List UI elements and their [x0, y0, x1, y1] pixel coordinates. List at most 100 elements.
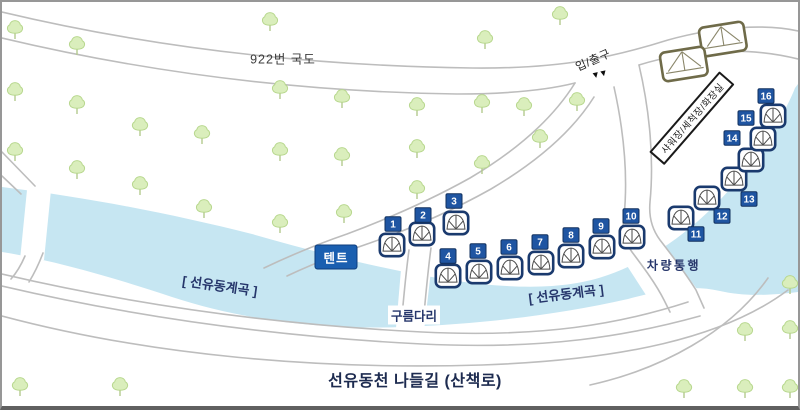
- tent-icon: [496, 255, 524, 281]
- campsite-4: 4: [434, 248, 462, 289]
- tree-icon: [131, 116, 149, 137]
- tent-icon: [749, 126, 777, 152]
- national-road-lower-edge: [2, 37, 576, 95]
- site-number-badge: [757, 88, 775, 104]
- campsite-5: 5: [465, 243, 493, 285]
- riverbend-path-arc: [589, 277, 769, 386]
- tree-icon: [408, 96, 426, 117]
- tree-icon: [261, 11, 279, 32]
- tree-icon: [515, 96, 533, 117]
- tree-icon: [476, 29, 494, 50]
- tent-icon: [759, 103, 787, 129]
- building-icon: [658, 44, 710, 84]
- campsite-11: 11: [667, 205, 705, 242]
- site-number-text: 4: [445, 252, 451, 263]
- site-number-badge: [469, 243, 487, 259]
- side-road-right-edge: [638, 64, 705, 309]
- site-number-text: 8: [568, 231, 574, 242]
- tree-icon: [333, 146, 351, 167]
- tree-icon: [68, 159, 86, 180]
- tree-icon: [473, 93, 491, 114]
- site-number-badge: [737, 110, 755, 126]
- site-number-badge: [445, 193, 463, 209]
- tree-icon: [473, 154, 491, 175]
- tree-icon: [781, 378, 798, 399]
- campsite-8: 8: [557, 227, 585, 269]
- campsite-15: 15: [737, 110, 777, 152]
- tree-icon: [781, 319, 798, 340]
- site-number-badge: [687, 226, 705, 242]
- tent-icon: [618, 224, 646, 250]
- site-number-badge: [531, 234, 549, 250]
- tent-icon: [737, 147, 765, 173]
- promenade-edge-2: [2, 285, 701, 347]
- promenade-edge-1: [2, 273, 689, 335]
- tree-icon: [675, 378, 693, 399]
- vehicle-road-crossing: [609, 230, 718, 332]
- site-number-text: 16: [760, 92, 772, 103]
- tent-icon: [527, 250, 555, 276]
- national-road-label: 922번 국도: [250, 52, 316, 67]
- site-number-text: 5: [475, 247, 481, 258]
- tree-icon: [271, 213, 289, 234]
- site-number-badge: [500, 239, 518, 255]
- site-number-text: 2: [420, 211, 426, 222]
- tree-icon: [6, 141, 24, 162]
- promenade-edge-3: [2, 289, 789, 367]
- site-number-text: 3: [451, 197, 457, 208]
- tent-icon: [442, 210, 470, 236]
- tent-icon: [557, 243, 585, 269]
- campsite-10: 10: [618, 208, 646, 250]
- site-number-badge: [414, 207, 432, 223]
- tent-icon: [434, 263, 462, 289]
- site-number-text: 15: [740, 114, 752, 125]
- site-number-badge: [592, 218, 610, 234]
- left-road-edge-2: [2, 175, 22, 195]
- site-number-text: 13: [743, 195, 755, 206]
- tree-icon: [68, 94, 86, 115]
- tree-icon: [333, 88, 351, 109]
- left-road-edge-1: [2, 151, 36, 187]
- site-number-text: 10: [625, 212, 637, 223]
- tree-icon: [408, 138, 426, 159]
- left-road-crossing: [20, 180, 52, 260]
- tree-icon: [271, 141, 289, 162]
- tree-icon: [408, 179, 426, 200]
- tree-icon: [531, 128, 549, 149]
- campsite-6: 6: [496, 239, 524, 281]
- tree-icon: [736, 321, 754, 342]
- tent-icon: [378, 232, 406, 258]
- site-number-badge: [622, 208, 640, 224]
- campsite-16: 16: [757, 88, 787, 129]
- campsite-3: 3: [442, 193, 470, 236]
- campsite-12: 12: [693, 185, 731, 224]
- vehicle-road-label: 차량통행: [646, 258, 702, 273]
- site-number-badge: [439, 248, 457, 264]
- tree-icon: [568, 91, 586, 112]
- site-number-text: 1: [390, 220, 396, 231]
- tent-icon: [667, 205, 695, 231]
- camp-road-upper-edge: [263, 82, 576, 269]
- campsite-1: 1: [378, 216, 406, 258]
- tree-icon: [736, 378, 754, 399]
- site-number-badge: [723, 130, 741, 146]
- tree-icon: [195, 198, 213, 219]
- site-number-text: 7: [537, 238, 543, 249]
- campsite-13: 13: [720, 166, 758, 207]
- site-number-text: 6: [506, 243, 512, 254]
- tree-icon: [551, 5, 569, 26]
- trail-label: 선유동천 나들길 (산책로): [328, 373, 502, 390]
- site-number-badge: [713, 208, 731, 224]
- tree-icon: [271, 79, 289, 100]
- tree-icon: [6, 19, 24, 40]
- campsite-9: 9: [588, 218, 616, 260]
- tree-icon: [111, 376, 129, 397]
- tent-icon: [465, 259, 493, 285]
- tree-icon: [131, 175, 149, 196]
- cloud-bridge-label: 구름다리: [387, 305, 441, 325]
- tent-icon: [408, 221, 436, 247]
- tree-icon: [11, 376, 29, 397]
- site-number-text: 12: [716, 212, 728, 223]
